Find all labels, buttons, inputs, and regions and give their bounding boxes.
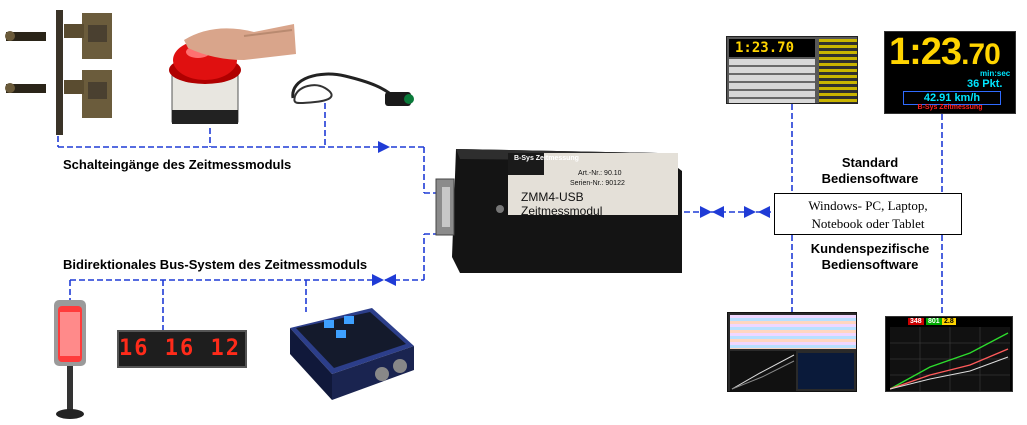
standard-software-line1: Standard xyxy=(841,155,899,170)
buzzer-button xyxy=(169,24,296,124)
device-article: Art.-Nr.: 90.10 xyxy=(578,170,622,177)
graph-badge-1: 348 xyxy=(908,318,924,325)
graph-display: 348 801 2.8 xyxy=(885,316,1013,392)
standard-software-screen: 1:23.70 xyxy=(726,36,858,104)
standard-software-label: Standard Bediensoftware xyxy=(790,155,950,187)
big-time: 1:23.70 xyxy=(889,31,1001,75)
points: 36 Pkt. xyxy=(967,78,1003,90)
big-time-display: 1:23.70 min:sec 36 Pkt. 42.91 km/h B-Sys… xyxy=(884,31,1016,114)
light-barrier-sensors xyxy=(5,10,112,135)
small-time: 1:23.70 xyxy=(735,40,795,56)
graph-lines xyxy=(890,327,1010,391)
time-unit: min:sec xyxy=(980,69,1011,78)
bus-control-box xyxy=(290,308,414,400)
small-time-panel: 1:23.70 xyxy=(729,39,815,57)
led-scoreboard: 16 16 12 xyxy=(117,330,247,368)
device-model: ZMM4-USB xyxy=(521,190,584,204)
custom-readout xyxy=(798,353,854,389)
pc-line1: Windows- PC, Laptop, xyxy=(808,198,928,213)
bus-title: Bidirektionales Bus-System des Zeitmessm… xyxy=(63,257,368,272)
big-time-decimal: .70 xyxy=(961,38,1001,71)
custom-table xyxy=(730,315,856,349)
cable-sensor xyxy=(291,72,414,106)
custom-software-label: Kundenspezifische Bediensoftware xyxy=(790,241,950,273)
pc-box: Windows- PC, Laptop, Notebook oder Table… xyxy=(774,193,962,235)
standard-software-line2: Bediensoftware xyxy=(821,171,919,186)
custom-software-line1: Kundenspezifische xyxy=(810,241,930,256)
custom-mini-chart xyxy=(730,351,796,391)
device-name: Zeitmessmodul xyxy=(521,204,603,218)
traffic-light xyxy=(54,300,86,419)
device-brand: B-Sys Zeitmessung xyxy=(514,155,579,162)
graph-badge-2: 801 xyxy=(926,318,942,325)
led-digits: 16 16 12 xyxy=(119,336,241,361)
big-time-main: 1:23 xyxy=(889,31,962,73)
pc-line2: Notebook oder Tablet xyxy=(811,216,925,231)
device-serial: Serien-Nr.: 90122 xyxy=(570,180,625,187)
small-grid xyxy=(729,59,815,103)
graph-badge-3: 2.8 xyxy=(942,318,956,325)
inputs-title: Schalteingänge des Zeitmessmoduls xyxy=(63,157,292,172)
big-display-brand: B-Sys Zeitmessung xyxy=(917,104,983,111)
small-side-panel xyxy=(819,39,857,103)
speed: 42.91 km/h xyxy=(903,91,1001,105)
custom-software-screen xyxy=(727,312,857,392)
zmm4-usb-module xyxy=(435,149,682,273)
custom-software-line2: Bediensoftware xyxy=(821,257,919,272)
